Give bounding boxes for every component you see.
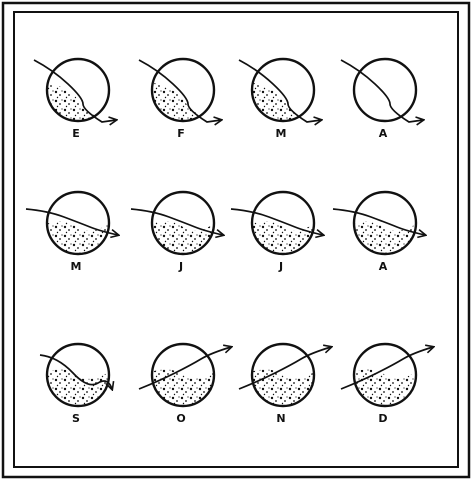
month-panel: A — [341, 59, 423, 140]
month-panel: O — [139, 344, 231, 425]
shaded-region — [247, 369, 319, 411]
shaded-region — [247, 82, 319, 126]
month-label: O — [176, 412, 185, 425]
month-label: A — [379, 127, 388, 140]
month-label: S — [72, 412, 80, 425]
month-panel: J — [231, 192, 323, 273]
shaded-region — [349, 369, 421, 411]
shaded-region — [42, 82, 114, 126]
circle-outline — [354, 59, 416, 121]
month-label: D — [378, 412, 387, 425]
shaded-region — [147, 82, 219, 126]
month-panel: E — [34, 59, 116, 140]
month-panel: J — [131, 192, 223, 273]
month-label: N — [276, 412, 285, 425]
month-panel: M — [26, 192, 118, 273]
month-panel: F — [139, 59, 221, 140]
shaded-region — [42, 369, 114, 411]
month-label: F — [177, 127, 185, 140]
month-panel: S — [40, 344, 114, 425]
month-panel: M — [239, 59, 321, 140]
month-label: J — [178, 260, 183, 273]
month-label: A — [379, 260, 388, 273]
month-label: E — [72, 127, 80, 140]
month-panel: D — [341, 344, 433, 425]
shaded-region — [147, 369, 219, 411]
month-panel: A — [333, 192, 425, 273]
month-label: J — [278, 260, 283, 273]
month-label: M — [276, 127, 287, 140]
month-label: M — [71, 260, 82, 273]
month-panel: N — [239, 344, 331, 425]
